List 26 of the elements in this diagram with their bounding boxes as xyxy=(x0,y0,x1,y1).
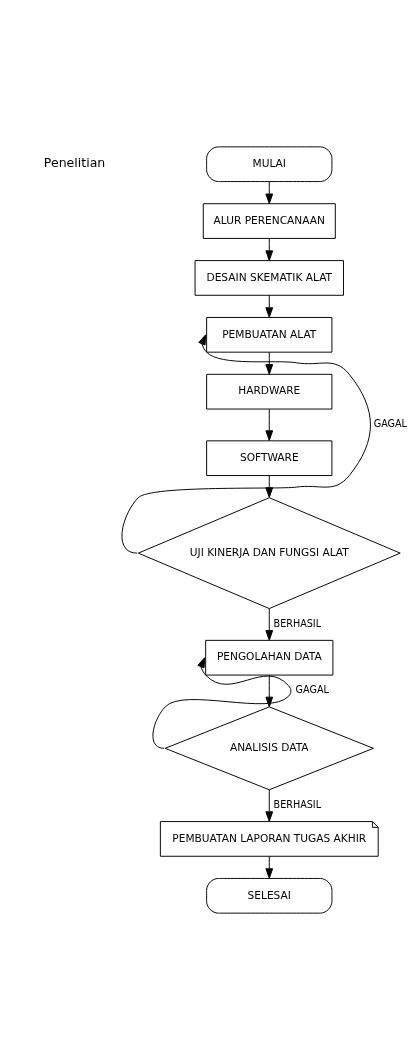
arrow xyxy=(265,294,274,318)
node-box: ALUR PERENCANAAN xyxy=(202,202,336,239)
arrow xyxy=(265,237,274,261)
arrow xyxy=(265,180,274,204)
arrow xyxy=(265,789,274,822)
node-diamond: ANALISIS DATA xyxy=(164,705,374,790)
arrow xyxy=(265,408,274,441)
node-box: PENGOLAHAN DATA xyxy=(205,639,334,676)
arrow xyxy=(265,351,274,375)
edge-label: BERHASIL xyxy=(273,798,322,810)
arrow xyxy=(152,656,292,749)
label: Penelitian xyxy=(43,154,106,170)
arrow xyxy=(121,333,371,554)
node-box: SOFTWARE xyxy=(206,439,333,476)
arrow xyxy=(265,674,274,707)
node-box: HARDWARE xyxy=(206,373,333,409)
node-box: DESAIN SKEMATIK ALAT xyxy=(194,259,344,296)
node-box: SELESAI xyxy=(206,877,333,914)
arrow xyxy=(265,855,274,879)
arrow xyxy=(265,607,274,641)
node-box: MULAI xyxy=(206,145,333,182)
node-diamond: UJI KINERJA DAN FUNGSI ALAT xyxy=(137,496,401,609)
edge-label: GAGAL xyxy=(373,417,407,429)
edge-label: BERHASIL xyxy=(273,617,322,629)
edge-label: GAGAL xyxy=(295,683,329,695)
node-box: PEMBUATAN ALAT xyxy=(206,316,333,353)
